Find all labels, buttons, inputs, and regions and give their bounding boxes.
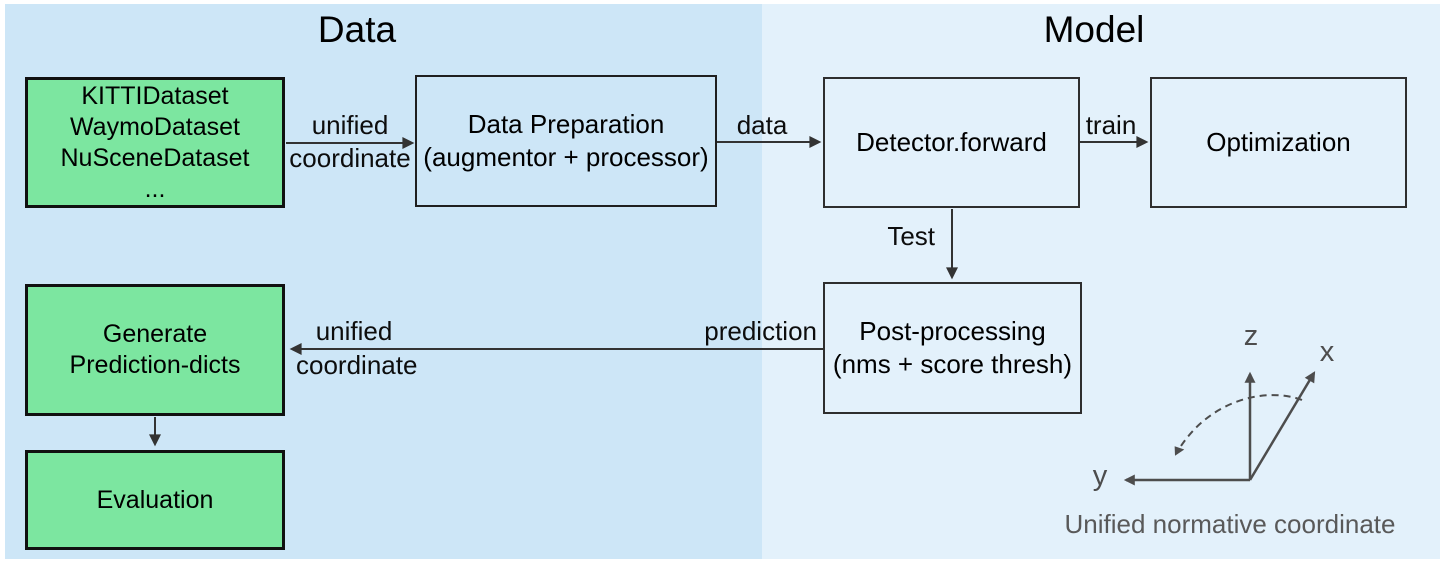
detector-forward-box: Detector.forward (823, 77, 1080, 208)
datasets-box-line: WaymoDataset (70, 112, 240, 141)
data-preparation-box-line: Data Preparation (467, 109, 665, 139)
arrow-label-data: data (736, 110, 788, 140)
arrow-label-test: Test (887, 221, 935, 251)
z-axis-label: z (1243, 320, 1259, 352)
arrow-label-unified-top: unified (311, 110, 389, 140)
post-processing-box-line: (nms + score thresh) (832, 349, 1073, 379)
evaluation-box: Evaluation (25, 450, 285, 550)
model-section-title: Model (1043, 9, 1145, 50)
coordinate-caption: Unified normative coordinate (1064, 509, 1396, 539)
data-preparation-box: Data Preparation (augmentor + processor) (415, 75, 717, 207)
post-processing-box-line: Post-processing (859, 316, 1046, 346)
detector-forward-box-line: Detector.forward (856, 127, 1047, 157)
arrow-label-unified-bottom: unified (315, 316, 393, 346)
x-axis-label: x (1319, 336, 1335, 368)
arrow-label-prediction: prediction (704, 316, 817, 346)
arrow-label-coordinate-top: coordinate (289, 143, 411, 173)
evaluation-box-line: Evaluation (96, 485, 214, 514)
generate-prediction-box-line: Prediction-dicts (69, 351, 241, 379)
data-preparation-box-line: (augmentor + processor) (423, 142, 709, 172)
arrow-label-train: train (1085, 110, 1137, 140)
post-processing-box: Post-processing (nms + score thresh) (823, 282, 1082, 414)
datasets-box: KITTIDataset WaymoDataset NuSceneDataset… (25, 77, 285, 208)
data-section-title: Data (317, 9, 397, 50)
datasets-box-line: ... (144, 174, 166, 203)
datasets-box-line: KITTIDataset (81, 81, 229, 110)
generate-prediction-box: Generate Prediction-dicts (25, 284, 285, 416)
datasets-box-line: NuSceneDataset (60, 143, 250, 172)
optimization-box-line: Optimization (1206, 127, 1351, 157)
generate-prediction-box-line: Generate (102, 320, 208, 348)
y-axis-label: y (1092, 460, 1108, 492)
arrow-label-coordinate-bottom: coordinate (296, 350, 418, 380)
optimization-box: Optimization (1150, 77, 1407, 208)
